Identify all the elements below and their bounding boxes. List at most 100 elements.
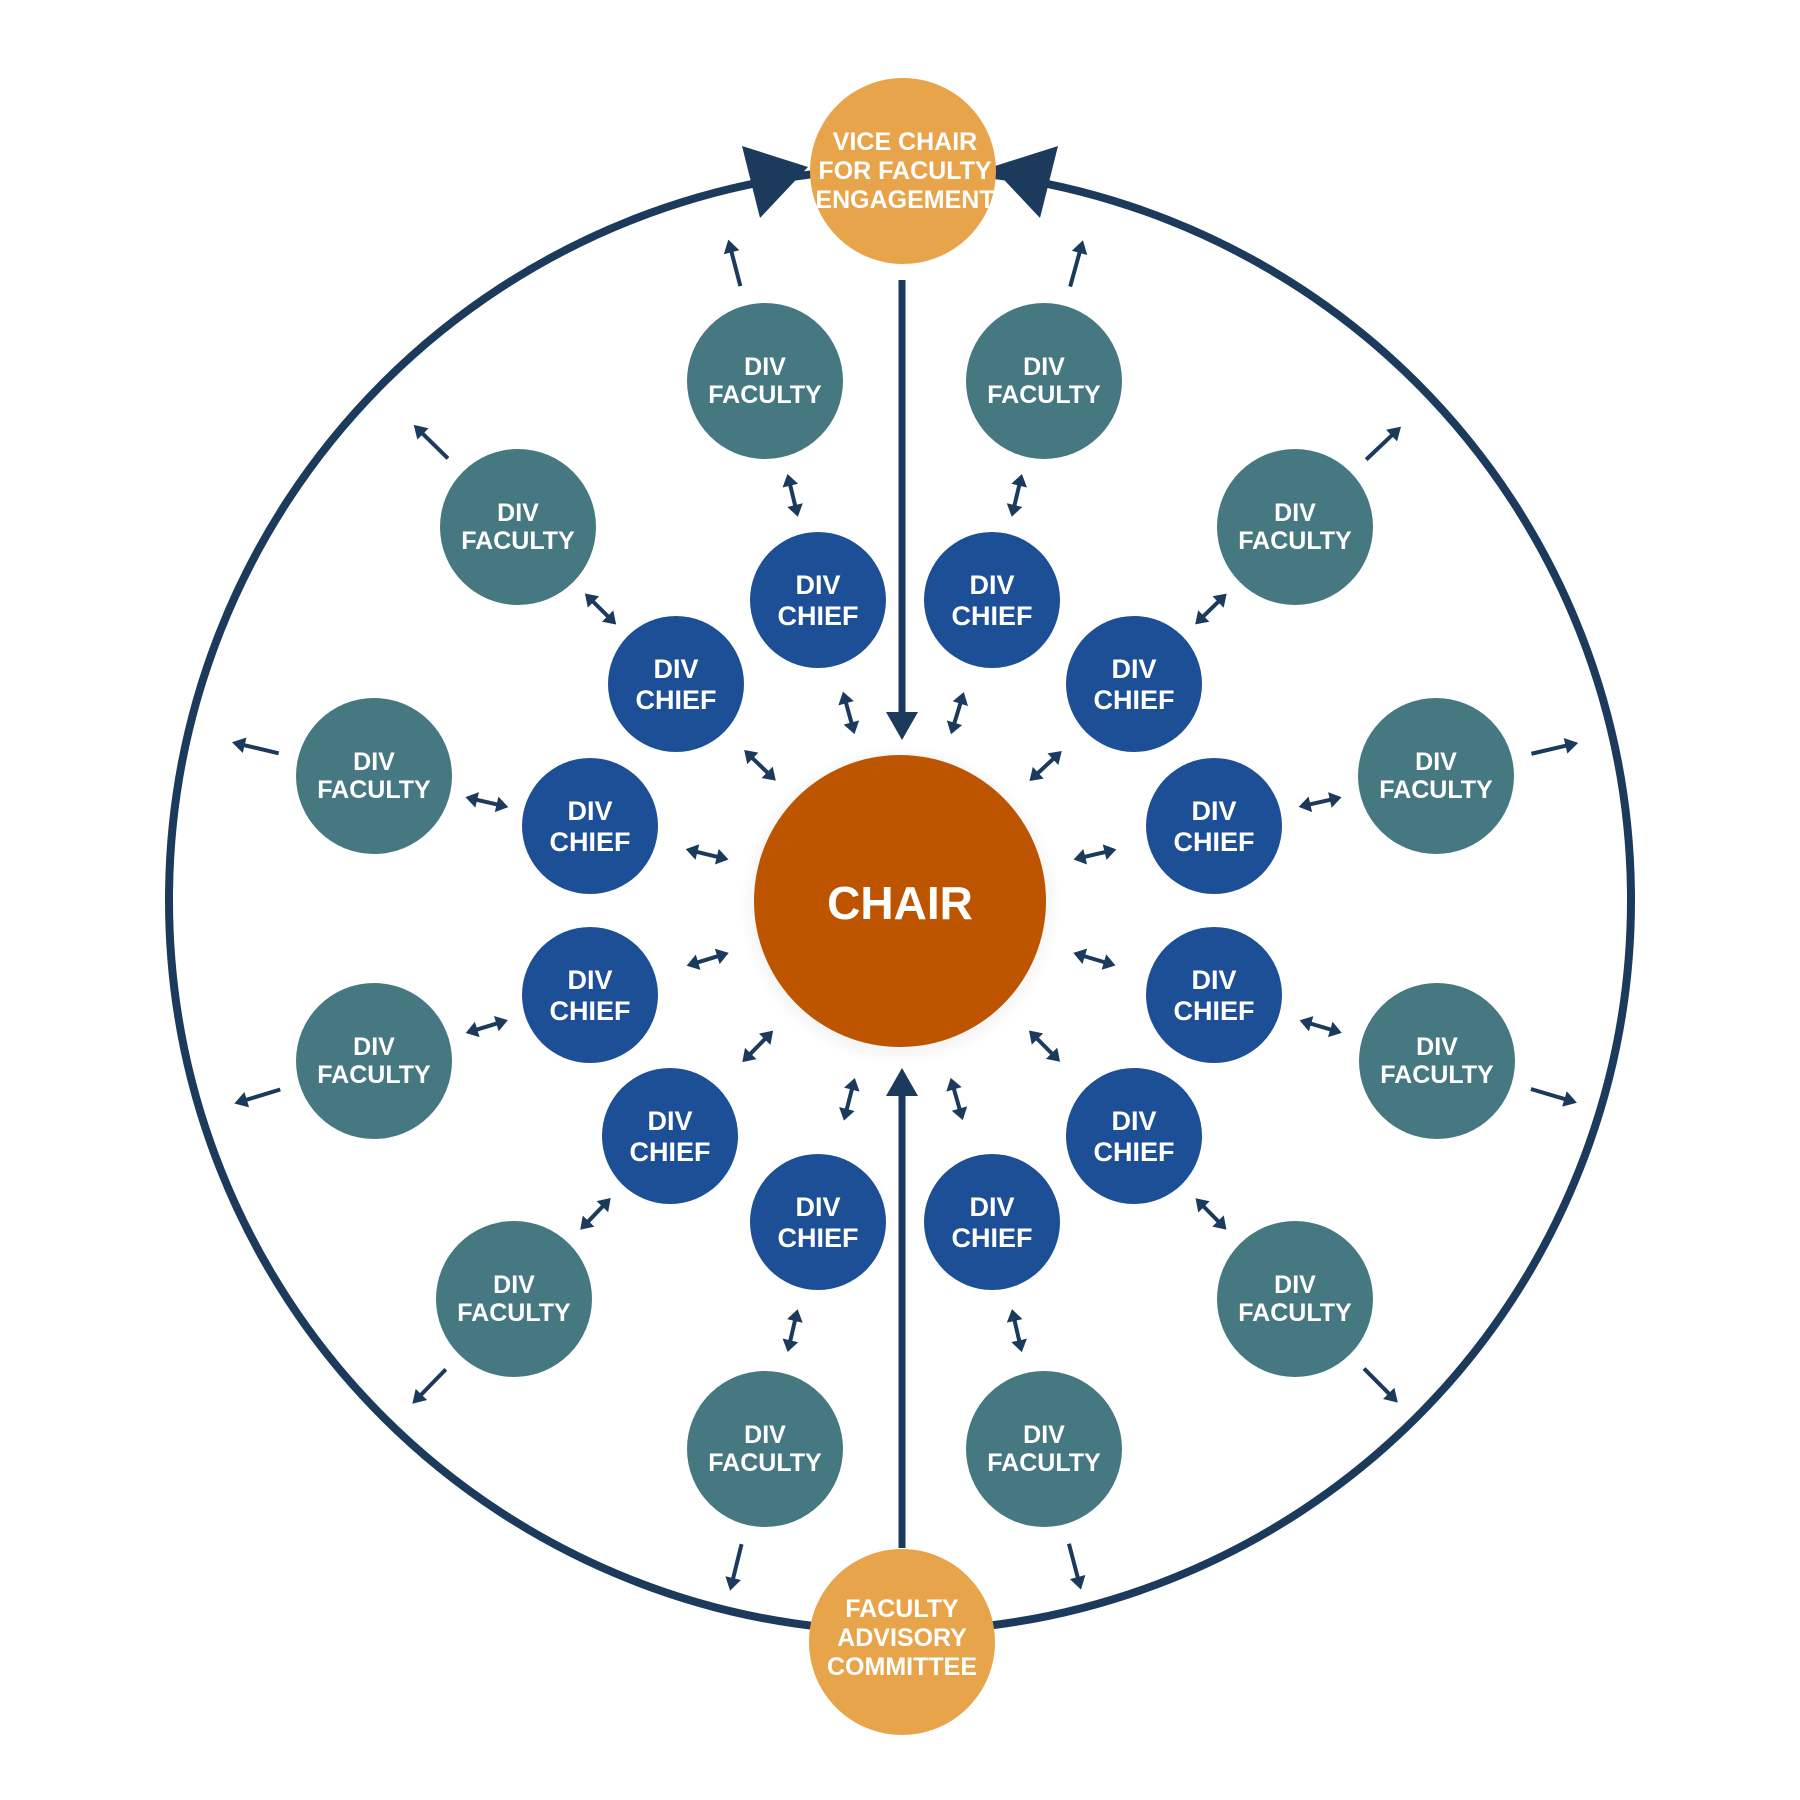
chief-faculty-arrow-8-shaft [787,1318,798,1343]
division-faculty-circle [1358,698,1514,854]
division-faculty-circle [966,1371,1122,1527]
division-chief-label-line-2: CHIEF [550,827,631,857]
advisory-to-chair-arrow [886,1068,918,1548]
chair-chief-arrow-11-tail-head [714,848,729,865]
faculty-outward-arrow-2 [1068,240,1088,288]
division-chief-label-line-2: CHIEF [1174,827,1255,857]
vice-chair-to-chair-arrow [886,280,918,740]
division-faculty-label-line-1: DIV [353,748,395,776]
chair-chief-arrow-9 [742,1030,774,1063]
faculty-outward-arrow-9-head [412,1388,428,1404]
division-chief-circle [602,1068,738,1204]
chief-faculty-arrow-10-head [465,1021,480,1038]
chair-chief-arrow-4-tail-head [1073,848,1088,865]
faculty-outward-arrow-7-shaft [1066,1543,1081,1580]
faculty-outward-arrow-6-shaft [1362,1367,1392,1397]
chief-faculty-arrow-6-tail-head [1195,1198,1210,1213]
division-faculty-circle [966,303,1122,459]
chair-chief-arrow-10-shaft [695,953,720,965]
chair-circle [754,755,1046,1047]
chair-chief-arrow-6-head [1045,1047,1061,1062]
faculty-outward-arrow-3 [1364,426,1402,462]
division-chief-label-line-1: DIV [653,654,698,684]
chair-chief-arrow-12 [744,750,776,781]
faculty-outward-arrow-12-head [413,424,429,440]
faculty-outward-arrow-4-head [1563,738,1579,754]
division-chief-label-line-1: DIV [795,570,840,600]
chair-chief-arrow-5-tail-head [1073,948,1088,964]
chair-chief-arrow-1-tail-head [843,720,860,735]
division-chief-circle [1066,1068,1202,1204]
division-chief-label-line-2: CHIEF [778,601,859,631]
chair-chief-arrow-7-tail-head [946,1077,962,1092]
division-chief-label-line-1: DIV [795,1192,840,1222]
division-faculty-label-line-2: FACULTY [708,381,822,409]
chief-faculty-arrow-4 [1298,792,1342,813]
chief-faculty-arrow-10-shaft [474,1021,499,1032]
chief-faculty-arrow-6-shaft [1201,1203,1221,1224]
chair-chief-arrow-3 [1029,751,1062,781]
division-chief-label-line-2: CHIEF [1174,996,1255,1026]
chief-faculty-arrow-3-shaft [1200,599,1221,619]
chief-faculty-arrow-7 [1006,1309,1027,1353]
division-chief-circle [1146,927,1282,1063]
faculty-outward-arrow-6 [1362,1367,1398,1403]
division-chief-label-line-2: CHIEF [952,1223,1033,1253]
chair-chief-arrow-3-shaft [1035,756,1056,776]
advisory-line-3: COMMITTEE [827,1653,977,1681]
division-faculty-label-line-2: FACULTY [1238,1299,1352,1327]
chief-faculty-arrow-8-tail-head [787,1309,803,1323]
division-chief-circle [1146,758,1282,894]
chair-chief-arrow-9-shaft [747,1036,768,1057]
division-chief-label-line-2: CHIEF [1094,1137,1175,1167]
advisory-line-1: FACULTY [845,1595,959,1623]
chief-faculty-arrow-11-head [465,792,479,808]
chief-faculty-arrow-8 [782,1309,803,1353]
division-faculty-label-line-2: FACULTY [987,381,1101,409]
chair-chief-arrow-6-shaft [1034,1036,1055,1057]
chief-faculty-arrow-10 [465,1015,508,1038]
chief-faculty-arrow-9 [580,1197,611,1230]
chair-chief-arrow-2-head [952,692,968,706]
chief-faculty-arrow-3 [1195,593,1227,625]
ring-arrowhead-right [992,146,1058,218]
chair-chief-arrow-5 [1073,948,1116,970]
chief-faculty-arrow-6 [1195,1198,1227,1230]
vice-chair-line-2: FOR FACULTY [818,157,991,185]
chair-chief-arrow-3-head [1047,751,1062,766]
chief-faculty-arrow-5-shaft [1308,1021,1333,1032]
chief-faculty-arrow-2-head [1011,473,1027,488]
division-faculty-label-line-2: FACULTY [987,1449,1101,1477]
chief-faculty-arrow-12-shaft [590,599,611,619]
chair-chief-arrow-5-head [1101,954,1116,970]
chief-faculty-arrow-4-head [1328,792,1342,808]
chair-chief-arrow-6-tail-head [1028,1030,1044,1045]
faculty-outward-arrow-5-head [1562,1091,1577,1107]
faculty-outward-arrow-2-shaft [1068,250,1082,288]
chair-node: CHAIR [754,755,1046,1047]
division-faculty-label-line-2: FACULTY [708,1449,822,1477]
chief-faculty-arrow-7-head [1011,1338,1027,1353]
division-faculty-label-line-1: DIV [353,1033,395,1061]
chair-chief-arrow-11-shaft [694,849,720,860]
chief-faculty-arrow-11-shaft [474,797,500,807]
chief-faculty-arrow-10-tail-head [494,1015,508,1032]
chair-chief-arrow-8-shaft [844,1087,855,1112]
chair-chief-arrow-2 [946,692,968,735]
chair-chief-arrow-8-head [839,1106,855,1121]
chair-chief-arrow-2-shaft [951,701,963,726]
chair-chief-arrow-12-shaft [749,755,770,776]
division-chief-label-line-2: CHIEF [630,1137,711,1167]
chief-faculty-arrow-2 [1006,473,1027,517]
chair-chief-arrow-6 [1028,1030,1061,1062]
division-chief-circle [522,758,658,894]
division-chief-label-line-1: DIV [1191,796,1236,826]
